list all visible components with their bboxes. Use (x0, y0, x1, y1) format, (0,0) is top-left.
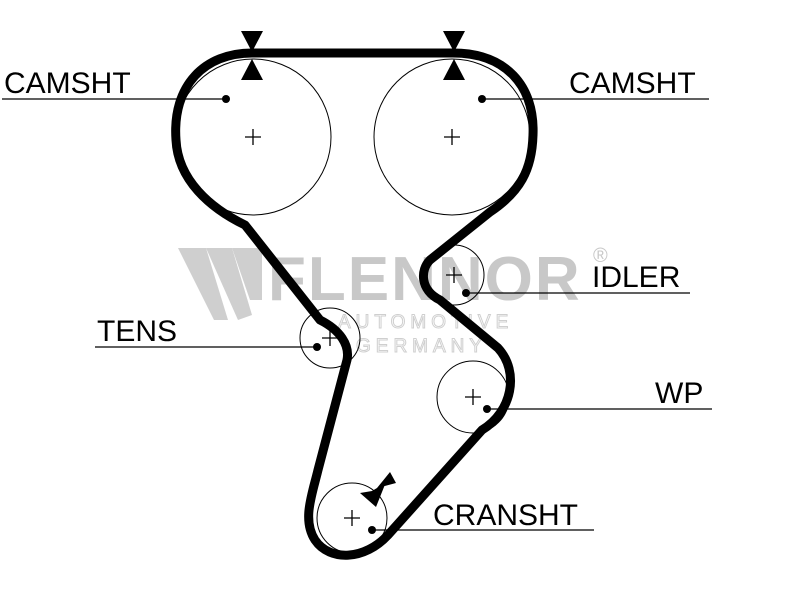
dot-water-pump (483, 405, 491, 413)
tensioner-center-mark (322, 330, 338, 346)
label-crankshaft: CRANSHT (433, 499, 578, 532)
dot-tensioner (313, 343, 321, 351)
label-camshaft-left: CAMSHT (4, 67, 131, 100)
watermark-registered: ® (593, 245, 608, 267)
watermark-tagline-1: AUTOMOTIVE (338, 312, 513, 333)
timing-mark-camshaft-right (443, 31, 465, 80)
watermark-tagline-2: GERMANY (356, 336, 487, 357)
dot-idler (462, 289, 470, 297)
timing-belt (171, 48, 538, 560)
label-water-pump: WP (655, 377, 703, 410)
dot-crankshaft (368, 526, 376, 534)
timing-mark-crankshaft (360, 472, 396, 507)
water-pump-center-mark (465, 389, 481, 405)
label-idler: IDLER (592, 261, 680, 294)
dot-camshaft-left (222, 95, 230, 103)
idler-center-mark (446, 267, 462, 283)
label-camshaft-right: CAMSHT (569, 67, 696, 100)
watermark: FLENNOR ® AUTOMOTIVE GERMANY (178, 245, 608, 358)
dot-camshaft-right (478, 95, 486, 103)
tensioner-pulley (299, 307, 361, 369)
watermark-logo (178, 248, 262, 320)
crankshaft-center-mark (344, 510, 360, 526)
label-tensioner: TENS (97, 315, 177, 348)
camshaft-right-center-mark (444, 129, 460, 145)
timing-mark-camshaft-left (241, 31, 263, 80)
camshaft-left-center-mark (245, 129, 261, 145)
